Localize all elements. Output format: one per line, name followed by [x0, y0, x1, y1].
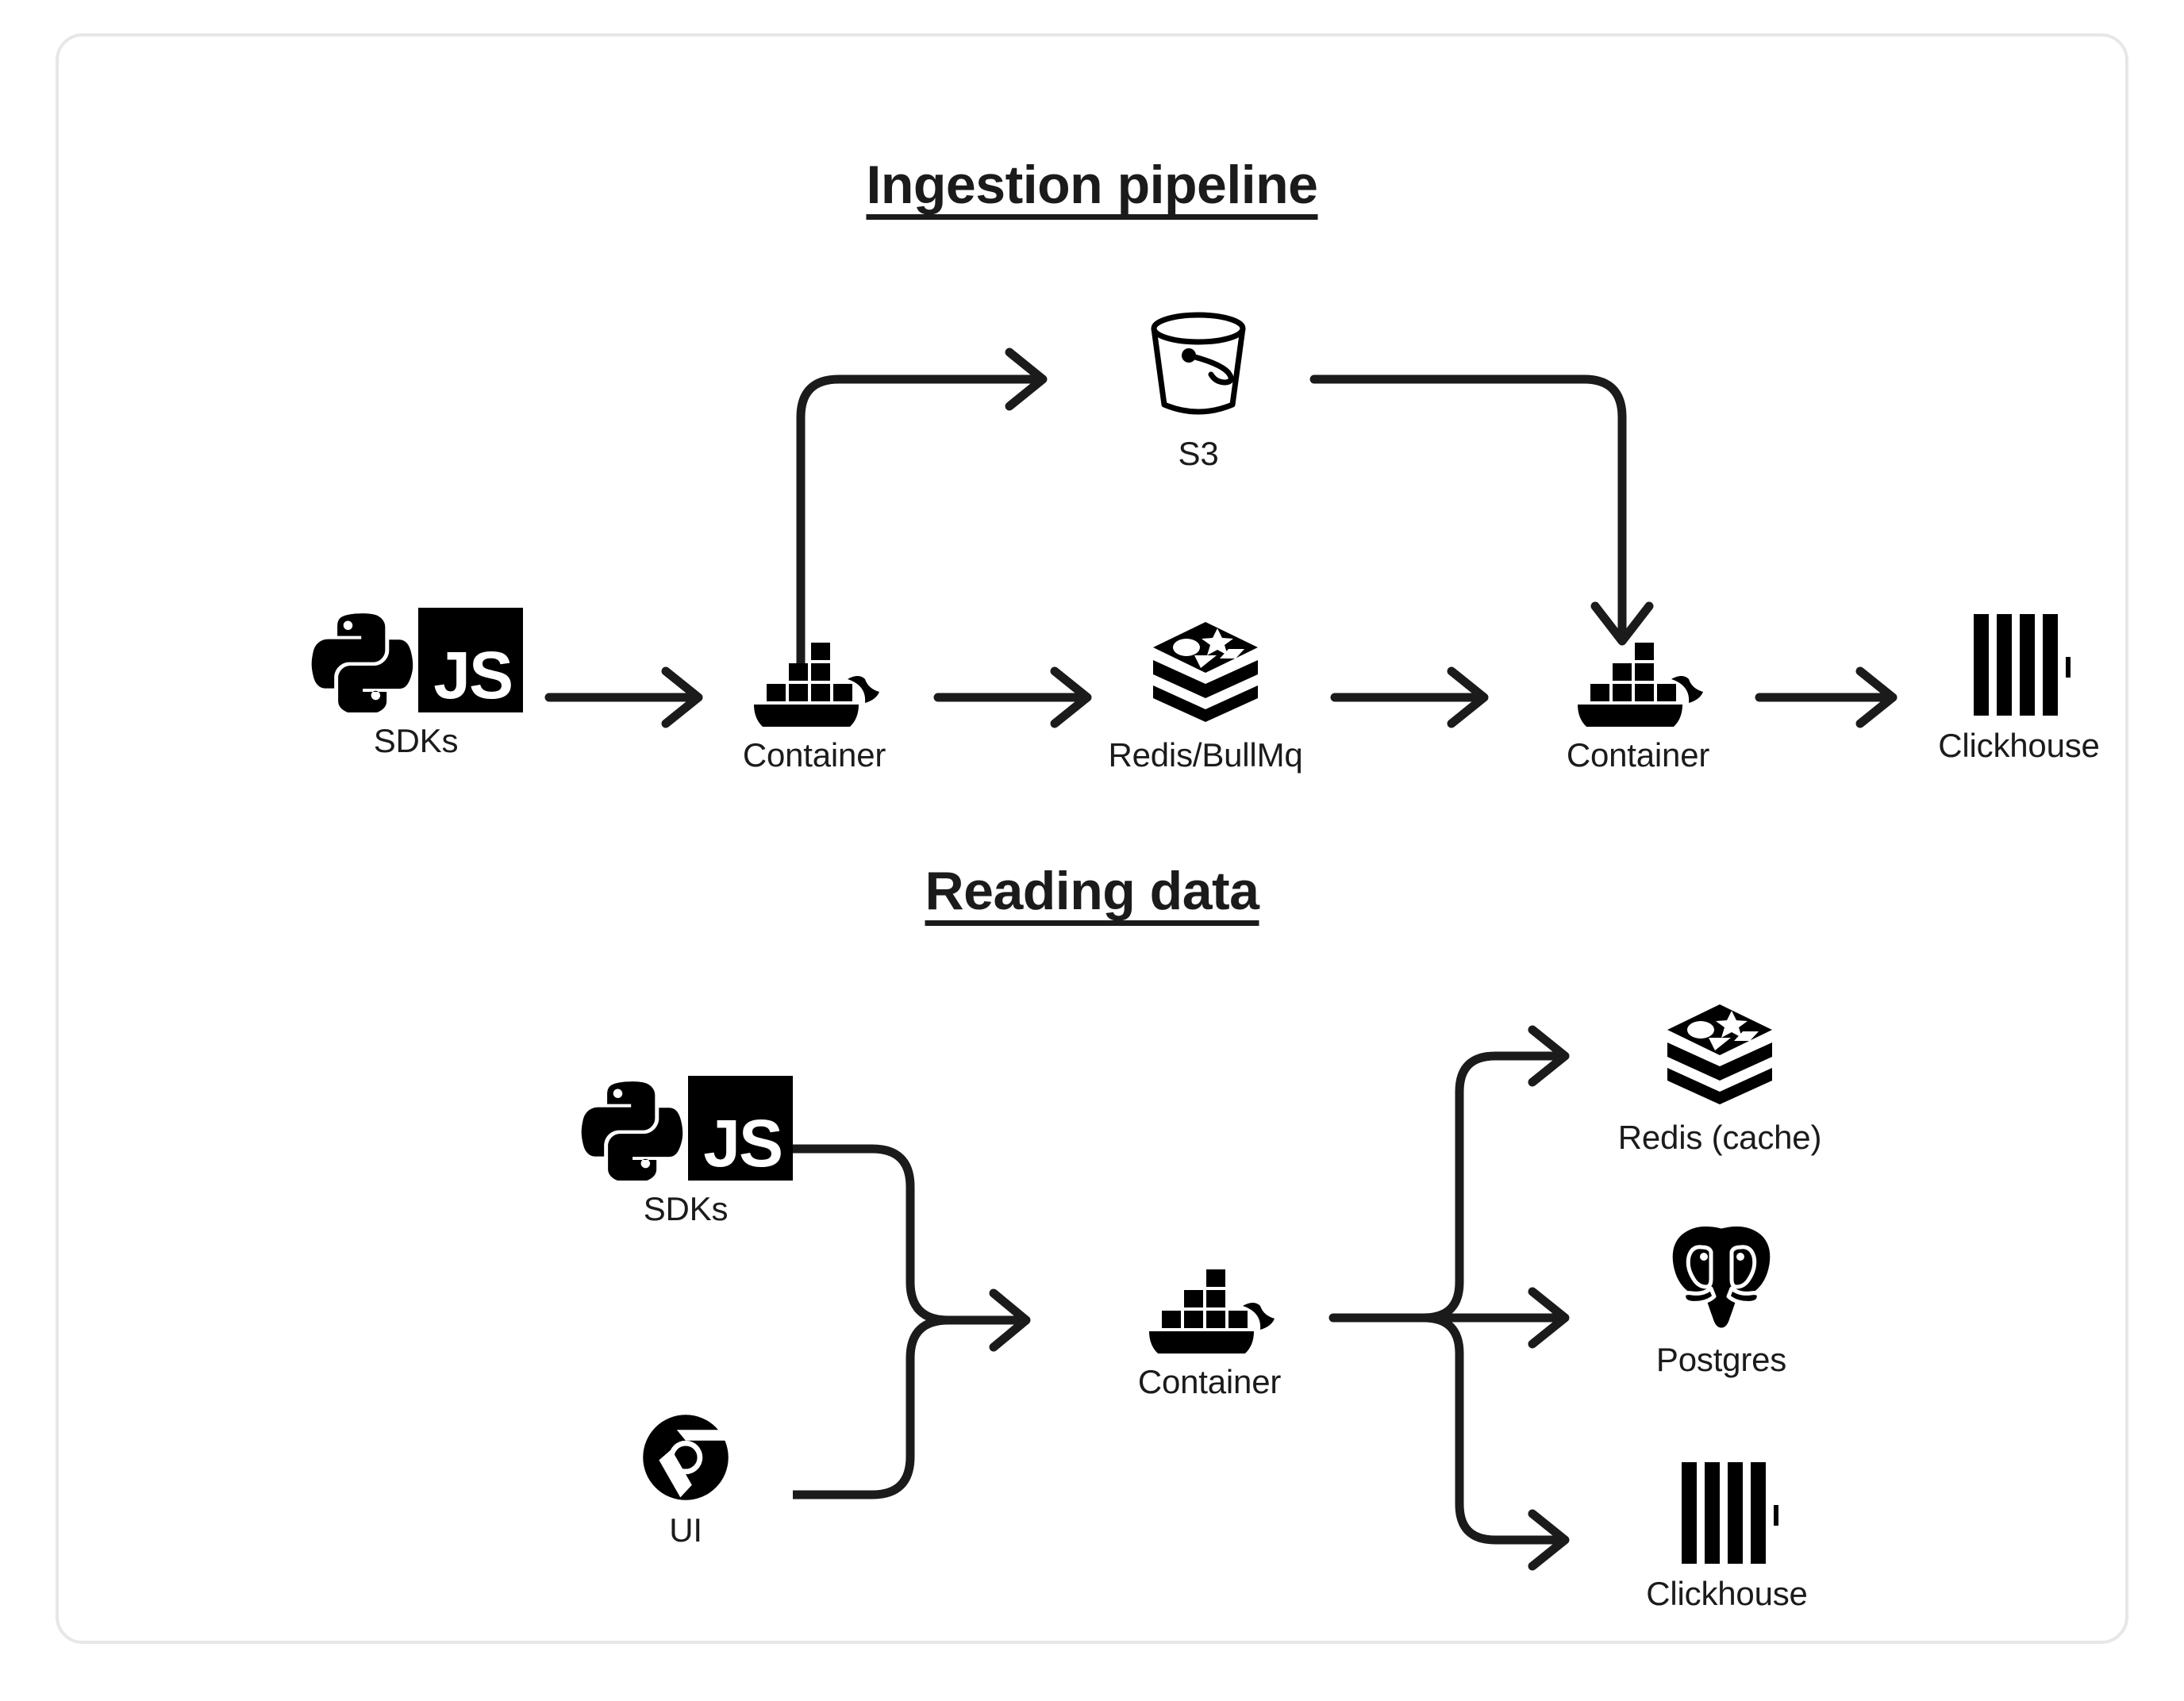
redis-stack-icon	[1664, 998, 1775, 1109]
connector-split-from-container3	[1328, 1025, 1570, 1571]
node-redis-bullmq: Redis/BullMq	[1082, 616, 1328, 774]
connector-container2-to-clickhouse	[1755, 666, 1898, 728]
node-redis-cache: Redis (cache)	[1589, 998, 1851, 1157]
node-label: SDKs	[643, 1190, 729, 1227]
connector-redis-to-container2	[1330, 666, 1489, 728]
node-label: Container	[742, 736, 886, 774]
javascript-icon: JS	[418, 608, 523, 712]
docker-whale-icon	[1143, 1250, 1276, 1354]
node-sdks-bottom: JS SDKs	[567, 1076, 805, 1228]
node-label: UI	[669, 1511, 702, 1549]
python-icon	[581, 1081, 683, 1181]
chrome-icon	[641, 1413, 730, 1502]
section-title-ingestion: Ingestion pipeline	[866, 155, 1318, 215]
node-s3: S3	[1111, 306, 1286, 473]
node-clickhouse-top: Clickhouse	[1900, 612, 2138, 765]
node-clickhouse-bottom: Clickhouse	[1608, 1461, 1846, 1613]
node-container-3: Container	[1098, 1250, 1321, 1401]
postgres-elephant-icon	[1667, 1219, 1776, 1331]
node-ui: UI	[614, 1413, 757, 1549]
node-container-1: Container	[703, 624, 925, 774]
python-js-sdk-icon: JS	[579, 1076, 793, 1181]
section-title-reading: Reading data	[925, 861, 1259, 921]
node-label: Redis (cache)	[1617, 1119, 1822, 1156]
node-label: S3	[1178, 435, 1219, 472]
clickhouse-bars-icon	[1675, 1461, 1778, 1565]
diagram-card: Ingestion pipeline S3 JS SD	[56, 33, 2128, 1644]
docker-whale-icon	[748, 624, 881, 727]
javascript-icon: JS	[688, 1076, 793, 1181]
docker-whale-icon	[1571, 624, 1705, 727]
node-label: Container	[1137, 1363, 1282, 1400]
python-js-sdk-icon: JS	[309, 608, 523, 712]
connector-sdks-to-container1	[544, 666, 703, 728]
clickhouse-bars-icon	[1967, 612, 2071, 717]
python-icon	[311, 613, 413, 712]
connector-s3-to-container2	[1309, 374, 1654, 646]
s3-bucket-icon	[1143, 306, 1254, 425]
node-label: SDKs	[373, 722, 459, 759]
node-label: Postgres	[1655, 1341, 1787, 1378]
node-label: Redis/BullMq	[1108, 736, 1303, 774]
node-label: Clickhouse	[1938, 727, 2100, 764]
redis-stack-icon	[1150, 616, 1261, 727]
node-container-2: Container	[1527, 624, 1749, 774]
connector-merge-to-container3	[793, 1144, 1031, 1499]
node-label: Clickhouse	[1646, 1575, 1808, 1612]
node-label: Container	[1566, 736, 1710, 774]
node-sdks-top: JS SDKs	[297, 608, 535, 760]
node-postgres: Postgres	[1614, 1219, 1828, 1379]
